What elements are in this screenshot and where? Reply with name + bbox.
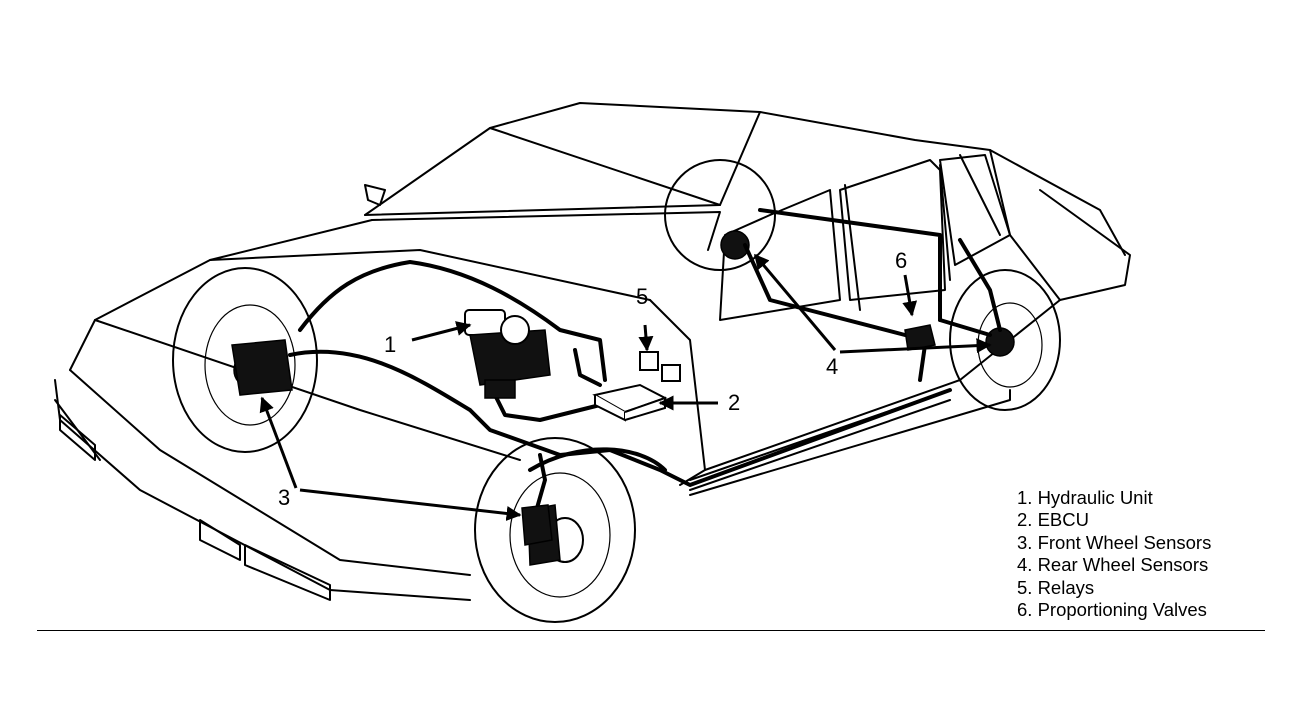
- legend: 1. Hydraulic Unit 2. EBCU 3. Front Wheel…: [1017, 487, 1211, 621]
- ebcu-module: [592, 383, 668, 422]
- front-right-wheel: [474, 437, 636, 623]
- callout-5: 5: [636, 284, 648, 309]
- front-right-sensor: [521, 504, 553, 546]
- legend-item: 3. Front Wheel Sensors: [1017, 531, 1212, 553]
- legend-item: 6. Proportioning Valves: [1017, 599, 1207, 621]
- callout-3: 3: [278, 485, 290, 510]
- proportioning-valve: [904, 324, 936, 351]
- callout-4: 4: [826, 354, 838, 379]
- callout-leaders: [259, 253, 992, 521]
- rear-left-wheel: [664, 159, 776, 271]
- legend-item: 1. Hydraulic Unit: [1017, 487, 1153, 508]
- callout-6: 6: [895, 248, 907, 273]
- front-left-sensor: [231, 339, 293, 396]
- legend-item: 4. Rear Wheel Sensors: [1017, 554, 1209, 576]
- divider-line: [37, 630, 1265, 631]
- relays: [639, 351, 681, 382]
- legend-item: 2. EBCU: [1017, 509, 1089, 531]
- callout-2: 2: [728, 390, 740, 415]
- car-body: [54, 102, 1131, 601]
- brake-lines: [288, 208, 1002, 517]
- callout-1: 1: [384, 332, 396, 357]
- legend-item: 5. Relays: [1017, 576, 1095, 598]
- rear-right-wheel: [949, 269, 1061, 411]
- hydraulic-unit: [464, 309, 551, 399]
